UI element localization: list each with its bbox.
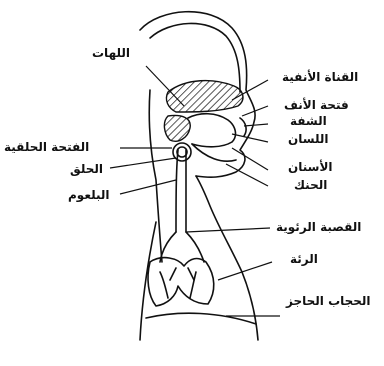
diaphragm-line	[146, 313, 256, 324]
palate-hatch	[164, 116, 190, 142]
leader-throat	[110, 158, 176, 168]
label-diaphragm: الحجاب الحاجز	[286, 294, 371, 308]
leader-lung	[218, 262, 272, 280]
bronchus-right	[186, 232, 204, 262]
leader-tongue	[232, 134, 268, 142]
label-trachea: القصبة الرئوية	[276, 220, 361, 234]
lung-branch-3	[170, 268, 176, 280]
label-throat: الحلق	[70, 162, 103, 176]
leader-lip	[244, 124, 268, 126]
leader-jaw	[226, 164, 268, 186]
label-glottis: الفتحة الحلقية	[4, 140, 89, 154]
label-lung: الرئة	[290, 252, 318, 266]
lung-branch-2	[190, 272, 196, 298]
label-jaw: الحنك	[294, 178, 327, 192]
leader-pharynx	[120, 180, 176, 194]
lung-branch-4	[188, 268, 194, 280]
tongue-outline	[188, 114, 235, 147]
neck-back	[149, 90, 162, 262]
lung-outline	[148, 258, 214, 306]
nasal-cavity-hatch	[166, 81, 243, 112]
label-palate: اللهات	[92, 46, 130, 60]
label-nasal-cavity: القناة الأنفية	[282, 70, 358, 84]
label-lip: الشفة	[290, 114, 327, 128]
label-pharynx: البلعوم	[68, 188, 110, 202]
lip-outline	[240, 118, 246, 136]
label-teeth: الأسنان	[288, 160, 333, 174]
label-nostril: فتحة الأنف	[284, 98, 349, 112]
lung-branch-1	[160, 272, 168, 298]
label-tongue: اللسان	[288, 132, 328, 146]
leader-trachea	[186, 228, 270, 232]
pharynx-tube	[176, 150, 178, 232]
leader-teeth	[232, 148, 268, 170]
